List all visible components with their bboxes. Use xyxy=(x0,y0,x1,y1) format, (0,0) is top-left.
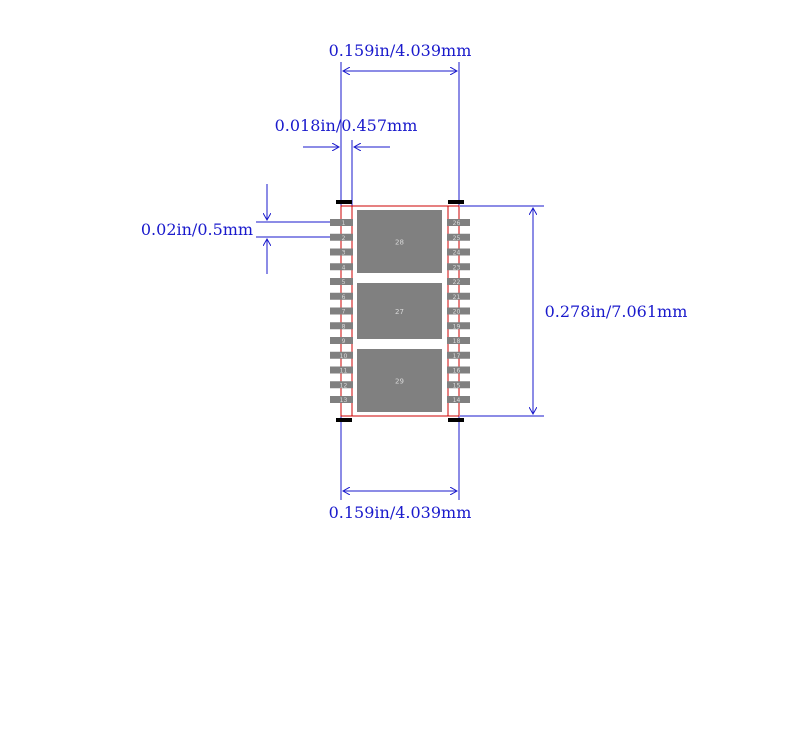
left-pad xyxy=(330,263,353,271)
right-pad xyxy=(447,381,470,389)
exposed-pad-label: 29 xyxy=(395,378,404,386)
left-pad xyxy=(330,366,353,374)
left-pad-number: 7 xyxy=(342,309,346,316)
bottom-width-dimension: 0.159in/4.039mm xyxy=(329,416,472,522)
right-pad-number: 14 xyxy=(453,397,461,404)
exposed-pad-27: 27 xyxy=(357,283,442,339)
left-pad xyxy=(330,248,353,256)
right-pad-number: 18 xyxy=(453,338,461,345)
left-pad-number: 6 xyxy=(342,294,346,301)
left-pad xyxy=(330,381,353,389)
left-pad-number: 13 xyxy=(340,397,348,404)
left-pad xyxy=(330,337,353,344)
height-label: 0.278in/7.061mm xyxy=(545,302,688,321)
right-pad xyxy=(447,219,470,226)
top-width-label: 0.159in/4.039mm xyxy=(329,41,472,60)
right-pad xyxy=(447,307,470,315)
right-pad xyxy=(447,337,470,344)
left-pad xyxy=(330,219,353,226)
right-pad xyxy=(447,396,470,403)
left-pad-number: 11 xyxy=(340,368,348,375)
left-pad-number: 2 xyxy=(342,235,346,242)
left-pad-number: 10 xyxy=(340,353,348,360)
right-pad-number: 25 xyxy=(453,235,461,242)
left-pad xyxy=(330,322,353,330)
right-pad-number: 24 xyxy=(453,250,461,257)
left-pad-number: 5 xyxy=(342,279,346,286)
exposed-pad-label: 28 xyxy=(395,239,404,247)
right-pad-number: 26 xyxy=(453,220,461,227)
exposed-pad-label: 27 xyxy=(395,308,404,316)
right-pad xyxy=(447,263,470,271)
pad-width-label: 0.018in/0.457mm xyxy=(275,116,418,135)
left-pad-number: 9 xyxy=(342,338,346,345)
left-pad-number: 4 xyxy=(342,264,346,271)
left-pad xyxy=(330,396,353,403)
height-dimension: 0.278in/7.061mm xyxy=(460,205,688,417)
left-pad xyxy=(330,292,353,300)
right-pad xyxy=(447,292,470,300)
right-pad xyxy=(447,278,470,285)
right-pad-number: 20 xyxy=(453,309,461,316)
right-pad xyxy=(447,248,470,256)
left-pad-number: 1 xyxy=(342,220,346,227)
bottom-width-label: 0.159in/4.039mm xyxy=(329,503,472,522)
right-pad-column: 26 25 24 23 22 21 20 19 18 17 16 15 14 xyxy=(447,219,470,404)
left-pad-number: 12 xyxy=(340,382,348,389)
left-pad xyxy=(330,351,353,359)
left-pad xyxy=(330,278,353,285)
right-pad-number: 22 xyxy=(453,279,461,286)
exposed-pad-29: 29 xyxy=(357,349,442,412)
left-pad xyxy=(330,233,353,241)
pitch-label: 0.02in/0.5mm xyxy=(141,220,253,239)
right-pad-number: 19 xyxy=(453,323,461,330)
right-pad-number: 23 xyxy=(453,264,461,271)
right-pad xyxy=(447,322,470,330)
left-pad xyxy=(330,307,353,315)
right-pad xyxy=(447,351,470,359)
exposed-pad-28: 28 xyxy=(357,210,442,273)
right-pad xyxy=(447,366,470,374)
right-pad-number: 15 xyxy=(453,382,461,389)
right-pad xyxy=(447,233,470,241)
right-pad-number: 21 xyxy=(453,294,461,301)
left-pad-number: 3 xyxy=(342,250,346,257)
pitch-dimension: 0.02in/0.5mm xyxy=(141,184,345,274)
right-pad-number: 17 xyxy=(453,353,461,360)
right-pad-number: 16 xyxy=(453,368,461,375)
corner-markers xyxy=(336,200,464,422)
left-pad-number: 8 xyxy=(342,323,346,330)
